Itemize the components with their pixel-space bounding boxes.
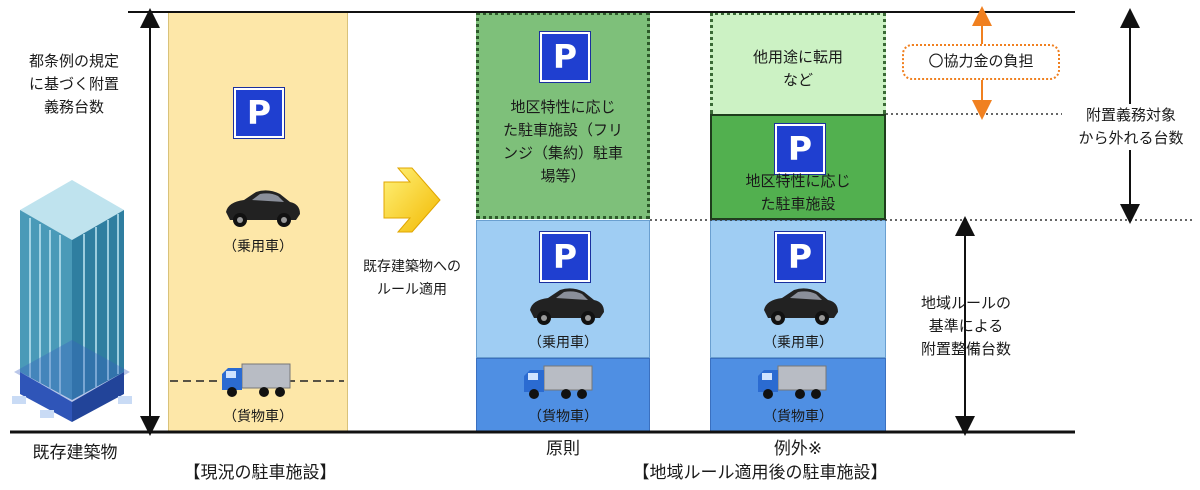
current-parking-column (168, 12, 348, 432)
contribution-box (902, 44, 1060, 80)
exception-label: 例外※ (773, 439, 823, 459)
excluded-count-label: 附置義務対象 から外れる台数 (1062, 104, 1200, 150)
exception-truck-label: （貨物車） (763, 409, 833, 425)
current-caption: 【現況の駐車施設】 (183, 463, 337, 483)
exception-converted-block (710, 12, 886, 114)
principle-truck-label: （貨物車） (528, 409, 598, 425)
regional-count-label: 地域ルールの 基準による 附置整備台数 (920, 294, 1011, 358)
principle-car-icon (530, 288, 604, 325)
current-truck-icon (222, 363, 291, 397)
principle-green-text: 地区特性に応じ た駐車施設（フリ ンジ（集約）駐車 場等） (502, 98, 623, 185)
required-count-label: 都条例の規定 に基づく附置 義務台数 (28, 52, 119, 116)
building-icon (12, 180, 132, 422)
contribution-text: 〇協力金の負担 (928, 52, 1034, 70)
existing-building-label: 既存建築物 (32, 443, 118, 463)
exception-car-label: （乗用車） (763, 335, 833, 351)
transition-label: 既存建築物への ルール適用 (363, 259, 461, 298)
principle-car-parking-sign-icon: P (540, 232, 590, 282)
exception-truck-icon (758, 365, 827, 399)
principle-car-label: （乗用車） (528, 335, 598, 351)
current-car-icon (226, 190, 300, 227)
current-parking-sign-icon: P (234, 88, 284, 138)
exception-green-parking-sign-icon: P (775, 124, 825, 174)
exception-car-icon (764, 288, 838, 325)
principle-truck-icon (524, 365, 593, 399)
principle-label: 原則 (546, 439, 580, 459)
exception-car-parking-sign-icon: P (775, 232, 825, 282)
current-car-label: （乗用車） (223, 239, 293, 255)
after-caption: 【地域ルール適用後の駐車施設】 (632, 463, 888, 483)
exception-converted-text: 他用途に転用 など (752, 48, 843, 89)
principle-parking-sign-icon: P (540, 32, 590, 82)
current-truck-label: （貨物車） (223, 409, 293, 425)
transition-arrow-icon (383, 167, 441, 233)
exception-green-text: 地区特性に応じ た駐車施設 (745, 172, 851, 213)
